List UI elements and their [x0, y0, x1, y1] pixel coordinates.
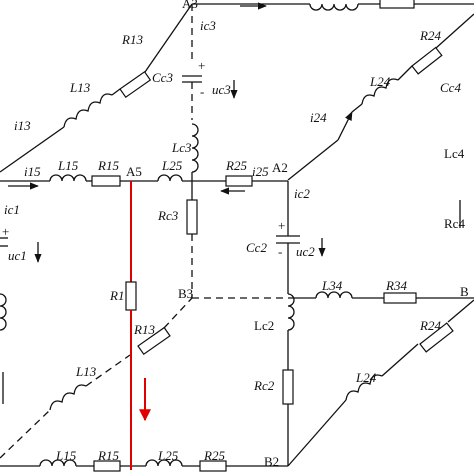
label-R25-bottom: R25 — [203, 448, 225, 463]
sign-plus-cc2: + — [278, 218, 285, 233]
label-R13: R13 — [121, 32, 143, 47]
label-R24-lower: R24 — [419, 318, 441, 333]
edge-top-back — [192, 0, 474, 11]
edge-right-top-diagonal — [287, 13, 474, 181]
label-i15: i15 — [24, 164, 41, 179]
label-L15: L15 — [57, 158, 79, 173]
node-label-A2: A2 — [272, 160, 288, 175]
label-Rc2: Rc2 — [253, 378, 275, 393]
edge-left-bottom-diagonal — [0, 297, 193, 459]
label-R34: R34 — [385, 278, 407, 293]
edge-left-top-diagonal — [0, 3, 193, 173]
edge-back-vertical — [182, 4, 238, 298]
label-Cc4: Cc4 — [440, 80, 461, 95]
edge-right-middle-horizontal — [192, 291, 474, 304]
label-ic3: ic3 — [200, 18, 216, 33]
label-L15-bottom: L15 — [55, 448, 77, 463]
label-Lc3: Lc3 — [171, 140, 192, 155]
sign-minus-cc2: - — [278, 244, 282, 259]
label-Rc3: Rc3 — [157, 208, 179, 223]
label-Lc2: Lc2 — [254, 318, 274, 333]
sign-plus-cc1: + — [2, 224, 9, 239]
node-label-A3: A3 — [182, 0, 198, 11]
label-L13-lower: L13 — [75, 364, 97, 379]
node-label-A5: A5 — [126, 164, 142, 179]
label-ic1: ic1 — [4, 202, 20, 217]
label-Cc2: Cc2 — [246, 240, 267, 255]
sign-minus-cc3: - — [200, 84, 204, 99]
label-L34: L34 — [321, 278, 343, 293]
label-L13: L13 — [69, 80, 91, 95]
label-L24-lower: L24 — [355, 370, 377, 385]
label-uc2: uc2 — [296, 244, 315, 259]
edge-middle-horizontal — [0, 174, 288, 195]
label-R13-lower: R13 — [133, 322, 155, 337]
label-Rc4: Rc4 — [444, 216, 465, 231]
node-label-B2: B2 — [264, 454, 279, 469]
label-L25: L25 — [161, 158, 183, 173]
label-R25: R25 — [225, 158, 247, 173]
label-i13: i13 — [14, 118, 31, 133]
node-label-B3: B3 — [178, 286, 193, 301]
label-i24: i24 — [310, 110, 327, 125]
sign-plus-cc3: + — [198, 58, 205, 73]
label-i25: i25 — [252, 164, 269, 179]
label-Cc3: Cc3 — [152, 70, 173, 85]
label-R24-top: R24 — [419, 28, 441, 43]
label-uc3: uc3 — [212, 82, 231, 97]
label-R15-bottom: R15 — [97, 448, 119, 463]
label-R15: R15 — [97, 158, 119, 173]
edge-middle-vertical — [276, 181, 326, 466]
label-uc1: uc1 — [8, 248, 27, 263]
node-label-B: B — [460, 284, 469, 299]
label-Lc4: Lc4 — [444, 146, 465, 161]
edge-left-partial — [0, 237, 42, 404]
label-L25-bottom: L25 — [157, 448, 179, 463]
edge-right-bottom-diagonal — [287, 299, 474, 467]
label-R1: R1 — [109, 288, 124, 303]
label-ic2: ic2 — [294, 186, 310, 201]
fault-path — [125, 181, 151, 470]
edge-bottom-horizontal — [0, 459, 288, 472]
label-L24-top: L24 — [369, 74, 391, 89]
